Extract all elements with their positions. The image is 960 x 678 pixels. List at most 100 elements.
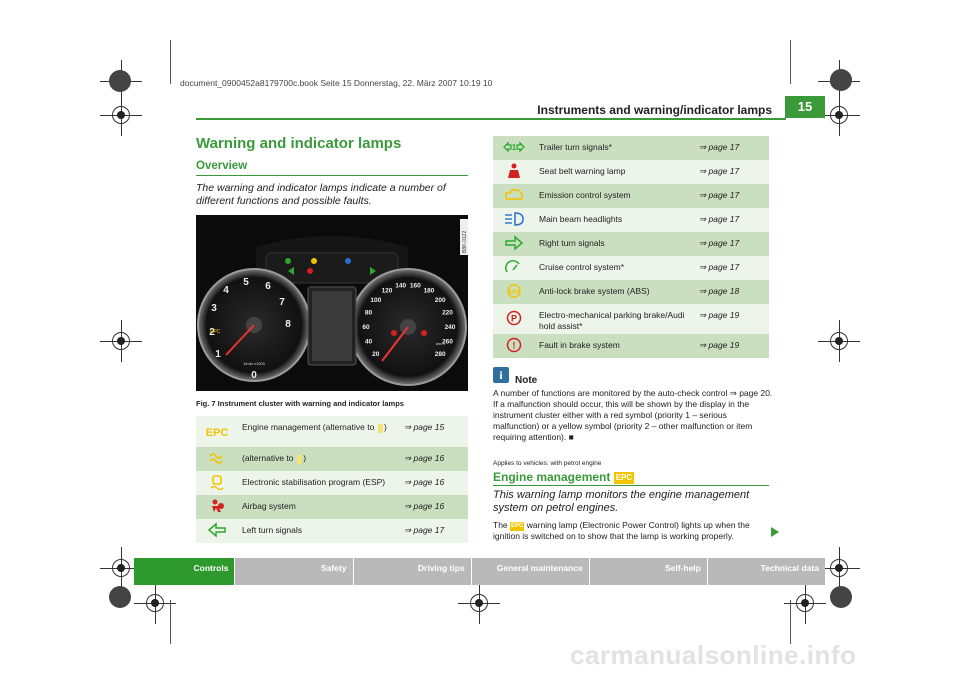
speed-tick-label: 200 bbox=[435, 297, 446, 304]
speed-tick-label: 60 bbox=[362, 324, 370, 331]
registration-mark bbox=[818, 547, 860, 589]
page-reference-link[interactable]: ⇒ page 17 bbox=[699, 214, 740, 224]
emission-icon bbox=[493, 184, 535, 208]
seat-belt-icon bbox=[493, 160, 535, 184]
page-reference-link[interactable]: ⇒ page 17 bbox=[699, 238, 740, 248]
speed-tick-label: 180 bbox=[424, 288, 435, 295]
speed-tick-label: 140 bbox=[395, 283, 406, 290]
svg-text:!: ! bbox=[513, 341, 516, 351]
crop-mark bbox=[170, 40, 171, 84]
footer-tab-safety[interactable]: Safety bbox=[235, 558, 353, 585]
note-text: A number of functions are monitored by t… bbox=[493, 388, 773, 443]
page-reference-link[interactable]: ⇒ page 17 bbox=[699, 262, 740, 272]
registration-mark bbox=[100, 547, 142, 589]
rpm-tick-label: 8 bbox=[285, 319, 291, 330]
alt-lamp-icon bbox=[377, 424, 384, 433]
crop-mark bbox=[170, 600, 171, 644]
crop-mark bbox=[790, 600, 791, 644]
engine-title-text: Engine management bbox=[493, 470, 611, 484]
main-beam-indicator-light bbox=[345, 258, 351, 264]
engine-management-title: Engine management EPC bbox=[493, 470, 635, 484]
page-reference-link[interactable]: ⇒ page 17 bbox=[699, 166, 740, 176]
page-reference-link[interactable]: ⇒ page 18 bbox=[699, 286, 740, 296]
airbag-icon bbox=[196, 495, 238, 519]
speed-tick-label: 220 bbox=[442, 310, 453, 317]
trailer-turn-icon: 1 bbox=[493, 136, 535, 160]
right-turn-icon bbox=[493, 232, 535, 256]
page-reference-link[interactable]: ⇒ page 16 bbox=[404, 501, 445, 511]
emission-indicator-light bbox=[311, 258, 317, 264]
lamp-table-row: 1 Trailer turn signals* ⇒ page 17 bbox=[493, 136, 769, 160]
speed-tick-label: 40 bbox=[365, 338, 373, 345]
parking-brake-icon: P bbox=[493, 304, 535, 334]
epc-icon: EPC bbox=[510, 522, 525, 531]
note-body: A number of functions are monitored by t… bbox=[493, 388, 773, 442]
registration-dot bbox=[109, 586, 131, 608]
rpm-tick-label: 6 bbox=[265, 281, 271, 292]
svg-text:EPC: EPC bbox=[206, 427, 228, 439]
section-title: Warning and indicator lamps bbox=[196, 135, 402, 152]
rpm-tick-label: 1 bbox=[215, 349, 221, 360]
abs-icon: ABS bbox=[493, 280, 535, 304]
epc-icon: EPC bbox=[613, 472, 635, 484]
footer-tab-technical-data[interactable]: Technical data bbox=[707, 558, 825, 585]
engine-body: The EPC warning lamp (Electronic Power C… bbox=[493, 520, 778, 542]
left-turn-light bbox=[288, 267, 294, 275]
page-reference-link[interactable]: ⇒ page 15 bbox=[404, 422, 445, 432]
speed-tick-label: 240 bbox=[445, 324, 456, 331]
page-reference-link[interactable]: ⇒ page 17 bbox=[699, 142, 740, 152]
speed-unit: km/h bbox=[436, 341, 445, 346]
lamp-table-row: EPC Engine management (alternative to ) ⇒ … bbox=[196, 416, 468, 447]
footer-tab-driving-tips[interactable]: Driving tips bbox=[353, 558, 471, 585]
overview-rule bbox=[196, 175, 468, 176]
page-reference-link[interactable]: ⇒ page 19 bbox=[699, 340, 740, 350]
lamp-table-row: Electronic stabilisation program (ESP)⇒ … bbox=[196, 471, 468, 495]
lamp-description: Right turn signals bbox=[539, 238, 605, 248]
left-turn-icon bbox=[196, 519, 238, 543]
turn-indicator-light bbox=[285, 258, 291, 264]
tacho-unit: 1/min x1000 bbox=[243, 361, 266, 366]
registration-mark bbox=[100, 320, 142, 362]
lamp-table-row: !Fault in brake system⇒ page 19 bbox=[493, 334, 769, 358]
brake-fault-icon: ! bbox=[493, 334, 535, 358]
esp-icon bbox=[196, 471, 238, 495]
lamp-description: Electro-mechanical parking brake/Audi ho… bbox=[539, 310, 685, 331]
page-reference-link[interactable]: ⇒ page 16 bbox=[404, 477, 445, 487]
footer-tab-controls[interactable]: Controls bbox=[134, 558, 235, 585]
registration-dot bbox=[830, 69, 852, 91]
main-beam-icon bbox=[493, 208, 535, 232]
lamp-description: Engine management (alternative to ) bbox=[242, 422, 387, 433]
footer-tab-self-help[interactable]: Self-help bbox=[589, 558, 707, 585]
page-reference-link[interactable]: ⇒ page 19 bbox=[699, 310, 740, 320]
engine-body-prefix: The bbox=[493, 520, 508, 530]
lamp-table-row: (alternative to )⇒ page 16 bbox=[196, 447, 468, 471]
registration-mark bbox=[100, 94, 142, 136]
footer-tab-general-maintenance[interactable]: General maintenance bbox=[471, 558, 589, 585]
rpm-tick-label: 0 bbox=[251, 370, 257, 381]
rpm-tick-label: 4 bbox=[223, 285, 229, 296]
lamp-description: Cruise control system* bbox=[539, 262, 625, 272]
registration-mark bbox=[458, 582, 500, 624]
epc-icon: EPC bbox=[196, 416, 238, 447]
figure-code: B8K-0122 bbox=[462, 231, 468, 253]
page-reference-link[interactable]: ⇒ page 17 bbox=[404, 525, 445, 535]
rpm-tick-label: 5 bbox=[243, 277, 249, 288]
right-turn-light bbox=[370, 267, 376, 275]
lamp-table-left: EPC Engine management (alternative to ) ⇒ … bbox=[196, 416, 468, 543]
engine-rule bbox=[493, 485, 769, 486]
page-reference-link[interactable]: ⇒ page 17 bbox=[699, 190, 740, 200]
svg-text:ABS: ABS bbox=[508, 290, 520, 296]
page-number: 15 bbox=[785, 96, 825, 118]
lamp-description: Trailer turn signals* bbox=[539, 142, 612, 152]
header-title: Instruments and warning/indicator lamps bbox=[537, 103, 772, 117]
speed-tick-label: 160 bbox=[410, 283, 421, 290]
rpm-tick-label: 3 bbox=[211, 303, 217, 314]
continue-arrow-icon[interactable] bbox=[771, 527, 779, 537]
watermark: carmanualsonline.info bbox=[570, 640, 857, 670]
page-reference-link[interactable]: ⇒ page 16 bbox=[404, 453, 445, 463]
speed-tick-label: 260 bbox=[442, 338, 453, 345]
